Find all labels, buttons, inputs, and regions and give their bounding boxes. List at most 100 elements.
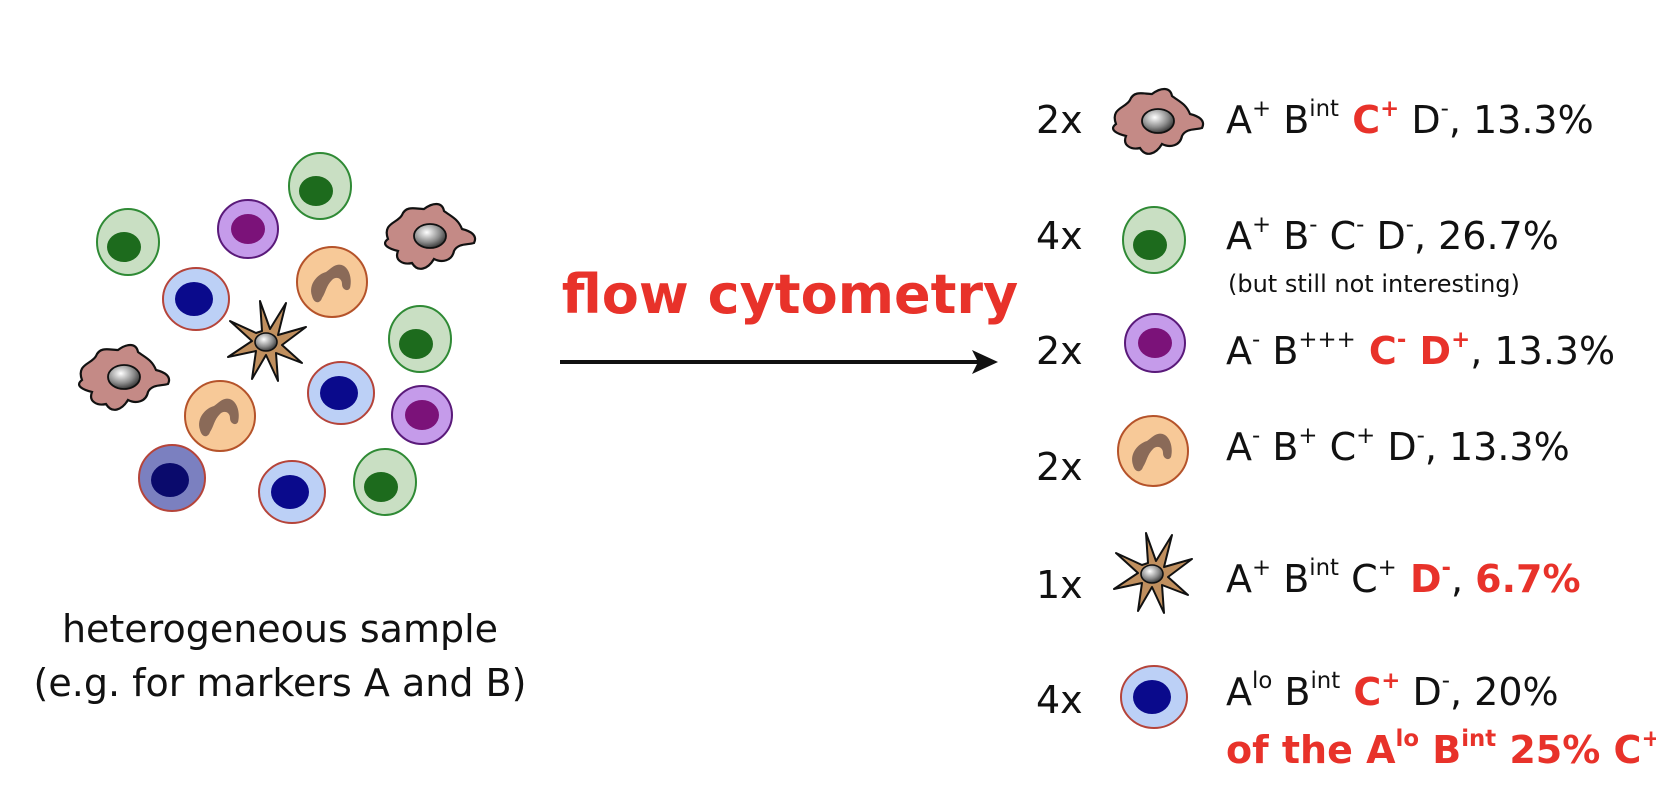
- marker-part: D-: [1396, 554, 1451, 601]
- marker-part: A+: [1226, 554, 1272, 601]
- marker-part: , 26.7%: [1413, 214, 1559, 258]
- marker-superscript: +: [1298, 422, 1318, 449]
- marker-superscript: +: [1252, 211, 1272, 238]
- marker-superscript: -: [1416, 422, 1425, 449]
- marker-label: Alo Bint C+ D-, 20%: [1226, 667, 1559, 714]
- marker-superscript: -: [1252, 422, 1261, 449]
- marker-part: C+: [1339, 554, 1397, 601]
- orange-cell-icon: [296, 246, 368, 318]
- marker-label: A+ Bint C+ D-, 13.3%: [1226, 95, 1594, 142]
- marker-part: Bint: [1271, 95, 1339, 142]
- marker-superscript: int: [1309, 554, 1339, 581]
- population-count: 4x: [1036, 214, 1083, 258]
- population-count: 4x: [1036, 678, 1083, 722]
- dendritic-cell-icon: [1113, 532, 1193, 614]
- marker-part: C+: [1317, 422, 1376, 469]
- blue-cell-icon: [307, 361, 375, 425]
- marker-part: Bint: [1271, 554, 1339, 601]
- marker-label: A+ B- C- D-, 26.7%: [1226, 211, 1559, 258]
- macrophage-icon: [383, 202, 477, 270]
- marker-superscript: int: [1461, 725, 1497, 752]
- marker-part: Alo: [1226, 667, 1273, 714]
- flow-arrow: [560, 350, 998, 374]
- marker-part: , 13.3%: [1424, 425, 1570, 469]
- marker-part: D+: [1406, 326, 1471, 373]
- marker-part: A-: [1226, 326, 1261, 373]
- population-count: 2x: [1036, 329, 1083, 373]
- marker-part: A+: [1226, 211, 1272, 258]
- marker-superscript: -: [1440, 95, 1449, 122]
- marker-superscript: -: [1356, 211, 1365, 238]
- blue-cell-icon: [162, 267, 230, 331]
- blue-cell-icon: [138, 444, 206, 512]
- marker-part: of the Alo: [1226, 725, 1419, 772]
- purple-cell-icon: [1124, 313, 1186, 373]
- purple-cell-icon: [217, 199, 279, 259]
- marker-part: 25% C+: [1496, 728, 1656, 772]
- marker-superscript: +++: [1298, 326, 1356, 353]
- marker-part: , 13.3%: [1470, 329, 1616, 373]
- marker-superscript: +: [1380, 95, 1400, 122]
- marker-part: Bint: [1418, 725, 1497, 772]
- marker-part: Bint: [1272, 667, 1341, 714]
- blue-cell-icon: [258, 460, 326, 524]
- marker-part: 6.7%: [1475, 557, 1581, 601]
- marker-label: A+ Bint C+ D-, 6.7%: [1226, 554, 1581, 601]
- marker-superscript: +: [1252, 95, 1272, 122]
- marker-part: C+: [1340, 667, 1401, 714]
- marker-part: C-: [1355, 326, 1407, 373]
- marker-part: D-: [1400, 667, 1450, 714]
- sample-cluster: [77, 152, 477, 524]
- marker-label: A- B+ C+ D-, 13.3%: [1226, 422, 1570, 469]
- marker-superscript: lo: [1252, 667, 1273, 694]
- green-cell-icon: [288, 152, 352, 220]
- marker-part: ,: [1450, 557, 1476, 601]
- macrophage-icon: [1111, 87, 1205, 155]
- marker-superscript: +: [1356, 422, 1376, 449]
- marker-part: , 20%: [1449, 670, 1559, 714]
- orange-cell-icon: [184, 380, 256, 452]
- orange-cell-icon: [1117, 415, 1189, 487]
- subset-note: of the Alo Bint 25% C+: [1226, 725, 1656, 772]
- marker-superscript: -: [1405, 211, 1414, 238]
- marker-superscript: -: [1441, 667, 1450, 694]
- macrophage-icon: [77, 343, 171, 411]
- marker-part: D-: [1364, 211, 1414, 258]
- marker-superscript: -: [1309, 211, 1318, 238]
- dendritic-cell-icon: [227, 300, 307, 382]
- population-count: 2x: [1036, 445, 1083, 489]
- marker-superscript: +: [1377, 554, 1397, 581]
- marker-part: A+: [1226, 95, 1272, 142]
- marker-superscript: lo: [1395, 725, 1419, 752]
- marker-superscript: +: [1641, 725, 1656, 752]
- marker-superscript: int: [1310, 667, 1341, 694]
- marker-part: C-: [1317, 211, 1365, 258]
- purple-cell-icon: [391, 385, 453, 445]
- marker-part: D-: [1375, 422, 1425, 469]
- marker-part: C+: [1339, 95, 1400, 142]
- marker-part: B+++: [1260, 326, 1356, 373]
- marker-superscript: -: [1396, 326, 1407, 353]
- marker-superscript: +: [1451, 326, 1471, 353]
- marker-part: B-: [1271, 211, 1318, 258]
- marker-label: A- B+++ C- D+, 13.3%: [1226, 326, 1616, 373]
- marker-part: , 13.3%: [1448, 98, 1594, 142]
- population-note: (but still not interesting): [1228, 270, 1520, 298]
- population-count: 1x: [1036, 563, 1083, 607]
- flow-cytometry-label: flow cytometry: [561, 263, 1019, 326]
- green-cell-icon: [1122, 206, 1186, 274]
- population-count: 2x: [1036, 98, 1083, 142]
- green-cell-icon: [388, 305, 452, 373]
- marker-part: D-: [1399, 95, 1449, 142]
- blue-cell-icon: [1120, 665, 1188, 729]
- marker-superscript: +: [1381, 667, 1401, 694]
- green-cell-icon: [96, 208, 160, 276]
- marker-superscript: int: [1309, 95, 1339, 122]
- population-icons: [1111, 87, 1205, 729]
- marker-part: B+: [1260, 422, 1318, 469]
- green-cell-icon: [353, 448, 417, 516]
- sample-label-line2: (e.g. for markers A and B): [33, 661, 527, 705]
- marker-part: A-: [1226, 422, 1261, 469]
- marker-superscript: -: [1441, 554, 1451, 581]
